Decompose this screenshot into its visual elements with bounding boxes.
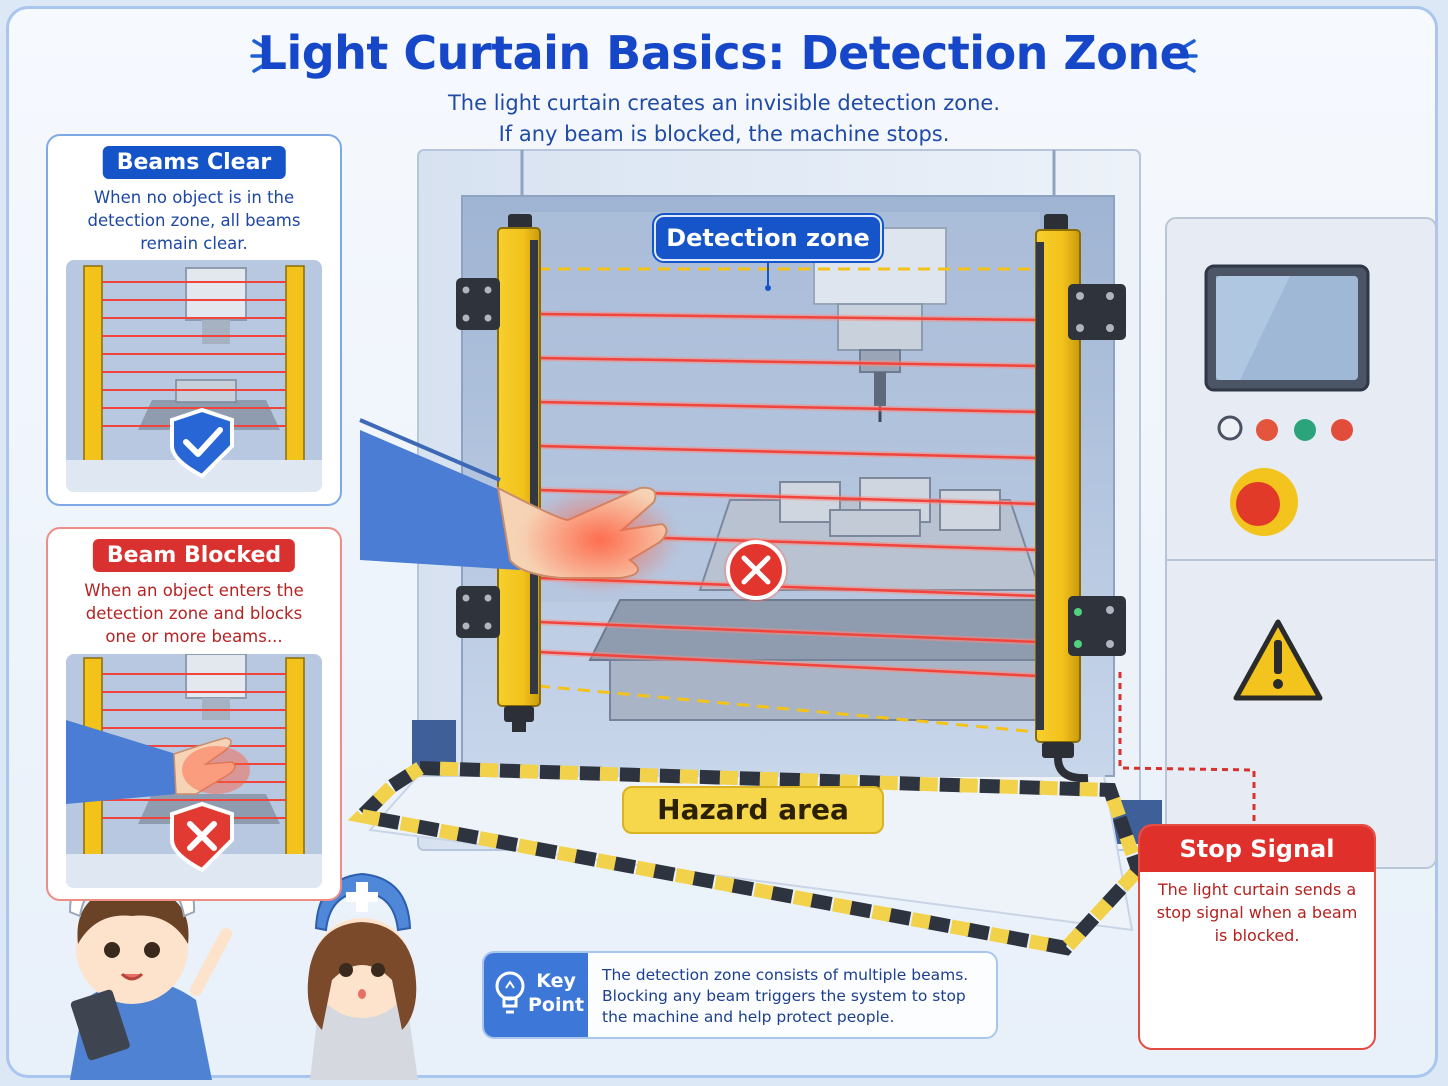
beams-clear-line-1: When no object is in the bbox=[93, 188, 295, 207]
beam-blocked-line-1: When an object enters the bbox=[84, 581, 304, 600]
subtitle-line-1: The light curtain creates an invisible d… bbox=[447, 91, 1001, 115]
worker-girl bbox=[307, 872, 418, 1080]
beam-blocked-panel: Beam Blocked When an object enters the d… bbox=[46, 527, 342, 901]
stop-signal-label: Stop Signal bbox=[1140, 826, 1374, 872]
title-right-ornament bbox=[1180, 39, 1198, 73]
operator-hand bbox=[359, 418, 680, 594]
stop-signal-callout: Stop Signal The light curtain sends a st… bbox=[1138, 824, 1376, 1050]
subtitle-line-2: If any beam is blocked, the machine stop… bbox=[498, 122, 950, 146]
control-cabinet bbox=[1165, 217, 1437, 869]
key-point-text: The detection zone consists of multiple … bbox=[602, 965, 986, 1028]
stop-signal-line-2: stop signal when a beam bbox=[1156, 903, 1358, 922]
beams-clear-thumbnail bbox=[66, 260, 322, 492]
title-left-ornament bbox=[250, 39, 268, 73]
beams-clear-text: When no object is in the detection zone,… bbox=[62, 186, 326, 255]
key-point-box: Key Point The detection zone consists of… bbox=[482, 951, 998, 1039]
beam-blocked-line-2: detection zone and blocks bbox=[85, 604, 303, 623]
light-curtain-transmitter bbox=[456, 214, 541, 732]
beam-blocked-thumbnail bbox=[66, 654, 322, 888]
beam-blocked-label: Beam Blocked bbox=[92, 539, 296, 572]
stop-signal-line-3: is blocked. bbox=[1214, 926, 1300, 945]
key-point-line-3: the machine and help protect people. bbox=[602, 1008, 895, 1026]
key-point-label: Key Point bbox=[528, 969, 584, 1017]
beams-clear-line-2: detection zone, all beams bbox=[87, 211, 301, 230]
worker-boy bbox=[68, 850, 232, 1080]
hazard-area-label: Hazard area bbox=[622, 786, 884, 834]
key-point-label-line-1: Key bbox=[536, 970, 576, 992]
light-curtain-receiver bbox=[1035, 214, 1126, 783]
page-title: Light Curtain Basics: Detection Zone bbox=[257, 26, 1191, 80]
shield-check-icon bbox=[170, 407, 234, 479]
stop-signal-line-1: The light curtain sends a bbox=[1157, 880, 1357, 899]
beams-clear-line-3: remain clear. bbox=[140, 234, 248, 253]
beams-clear-panel: Beams Clear When no object is in the det… bbox=[46, 134, 342, 506]
beam-blocked-text: When an object enters the detection zone… bbox=[62, 579, 326, 648]
key-point-line-2: Blocking any beam triggers the system to… bbox=[602, 987, 966, 1005]
key-point-label-line-2: Point bbox=[528, 994, 585, 1016]
stop-signal-text: The light curtain sends a stop signal wh… bbox=[1140, 872, 1374, 953]
key-point-lightbulb-icon bbox=[495, 971, 525, 1014]
beam-blocked-line-3: one or more beams... bbox=[105, 627, 283, 646]
detection-zone-label: Detection zone bbox=[654, 215, 882, 261]
beams-clear-label: Beams Clear bbox=[102, 146, 286, 179]
key-point-line-1: The detection zone consists of multiple … bbox=[602, 966, 969, 984]
